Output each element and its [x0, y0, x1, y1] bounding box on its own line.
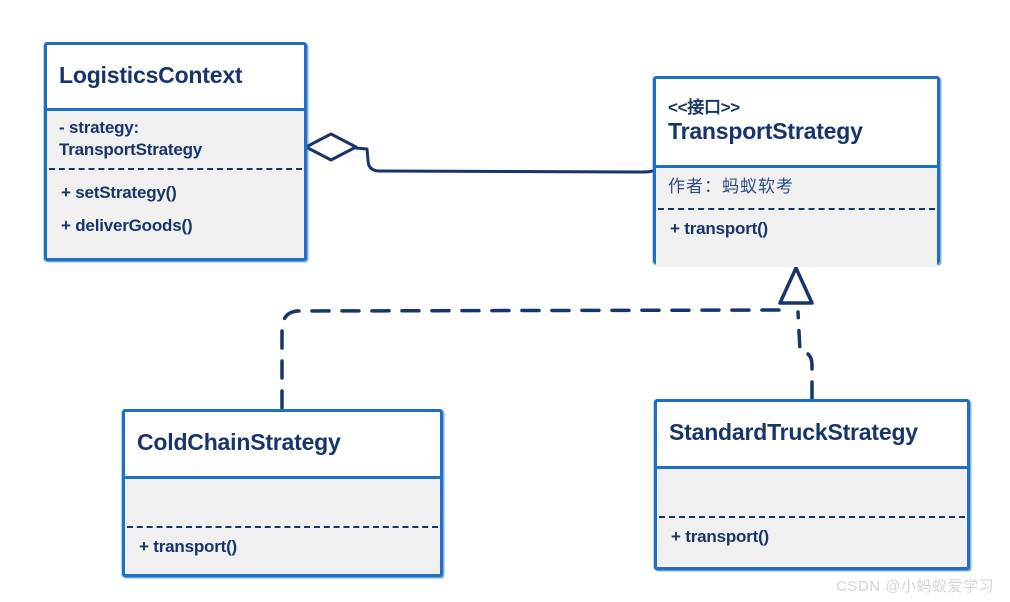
class-name-standard-truck-strategy: StandardTruckStrategy [669, 419, 918, 446]
attribute-row: 作者：蚂蚁软考 [668, 177, 794, 196]
class-attributes-logistics-context: - strategy: TransportStrategy [47, 111, 304, 165]
class-box-transport-strategy[interactable]: <<接口>> TransportStrategy 作者：蚂蚁软考 + trans… [653, 76, 940, 267]
class-body-standard-truck-strategy: + transport() [657, 469, 967, 567]
class-stereotype-transport-strategy: <<接口>> [668, 97, 740, 117]
class-attributes-cold-chain-strategy [125, 479, 440, 523]
realization-line-standardtruck [796, 310, 814, 400]
class-attributes-transport-strategy: 作者：蚂蚁软考 [656, 168, 937, 202]
class-body-transport-strategy: 作者：蚂蚁软考 + transport() [656, 168, 937, 267]
aggregation-line [354, 146, 654, 174]
class-box-cold-chain-strategy[interactable]: ColdChainStrategy + transport() [122, 409, 443, 577]
realization-connector-coldchainstrategy [280, 308, 782, 410]
class-title-transport-strategy: <<接口>> TransportStrategy [656, 79, 937, 168]
class-operations-logistics-context: + setStrategy() + deliverGoods() [47, 172, 304, 248]
class-box-standard-truck-strategy[interactable]: StandardTruckStrategy + transport() [654, 399, 970, 570]
class-operations-standard-truck-strategy: + transport() [657, 520, 967, 559]
operation-row: + transport() [671, 527, 769, 546]
class-box-logistics-context[interactable]: LogisticsContext - strategy: TransportSt… [44, 42, 307, 261]
aggregation-diamond-icon [304, 132, 358, 162]
realization-line-coldchain [280, 308, 782, 410]
compartment-divider [659, 516, 965, 518]
realization-triangle-icon [778, 266, 814, 305]
watermark-text: CSDN @小蚂蚁爱学习 [836, 578, 994, 595]
operation-row: + transport() [670, 218, 768, 238]
class-operations-transport-strategy: + transport() [656, 212, 937, 251]
compartment-divider [658, 207, 935, 210]
compartment-divider [49, 167, 302, 170]
class-body-cold-chain-strategy: + transport() [125, 479, 440, 574]
class-operations-cold-chain-strategy: + transport() [125, 530, 440, 569]
aggregation-connector-logisticscontext-transportstrategy [304, 132, 654, 174]
class-name-transport-strategy: TransportStrategy [668, 117, 863, 144]
class-title-cold-chain-strategy: ColdChainStrategy [125, 412, 440, 479]
class-attributes-standard-truck-strategy [657, 469, 967, 513]
operation-row: + setStrategy() [61, 182, 177, 202]
class-name-cold-chain-strategy: ColdChainStrategy [137, 429, 341, 456]
operation-row: + transport() [139, 537, 237, 556]
compartment-divider [127, 526, 438, 528]
attribute-row: - strategy: TransportStrategy [59, 118, 203, 159]
class-name-logistics-context: LogisticsContext [59, 61, 243, 88]
class-title-standard-truck-strategy: StandardTruckStrategy [657, 402, 967, 469]
class-body-logistics-context: - strategy: TransportStrategy + setStrat… [47, 111, 304, 258]
operation-row: + deliverGoods() [61, 215, 193, 235]
realization-connector-standardtruckstrategy [796, 310, 814, 400]
class-title-logistics-context: LogisticsContext [47, 45, 304, 111]
